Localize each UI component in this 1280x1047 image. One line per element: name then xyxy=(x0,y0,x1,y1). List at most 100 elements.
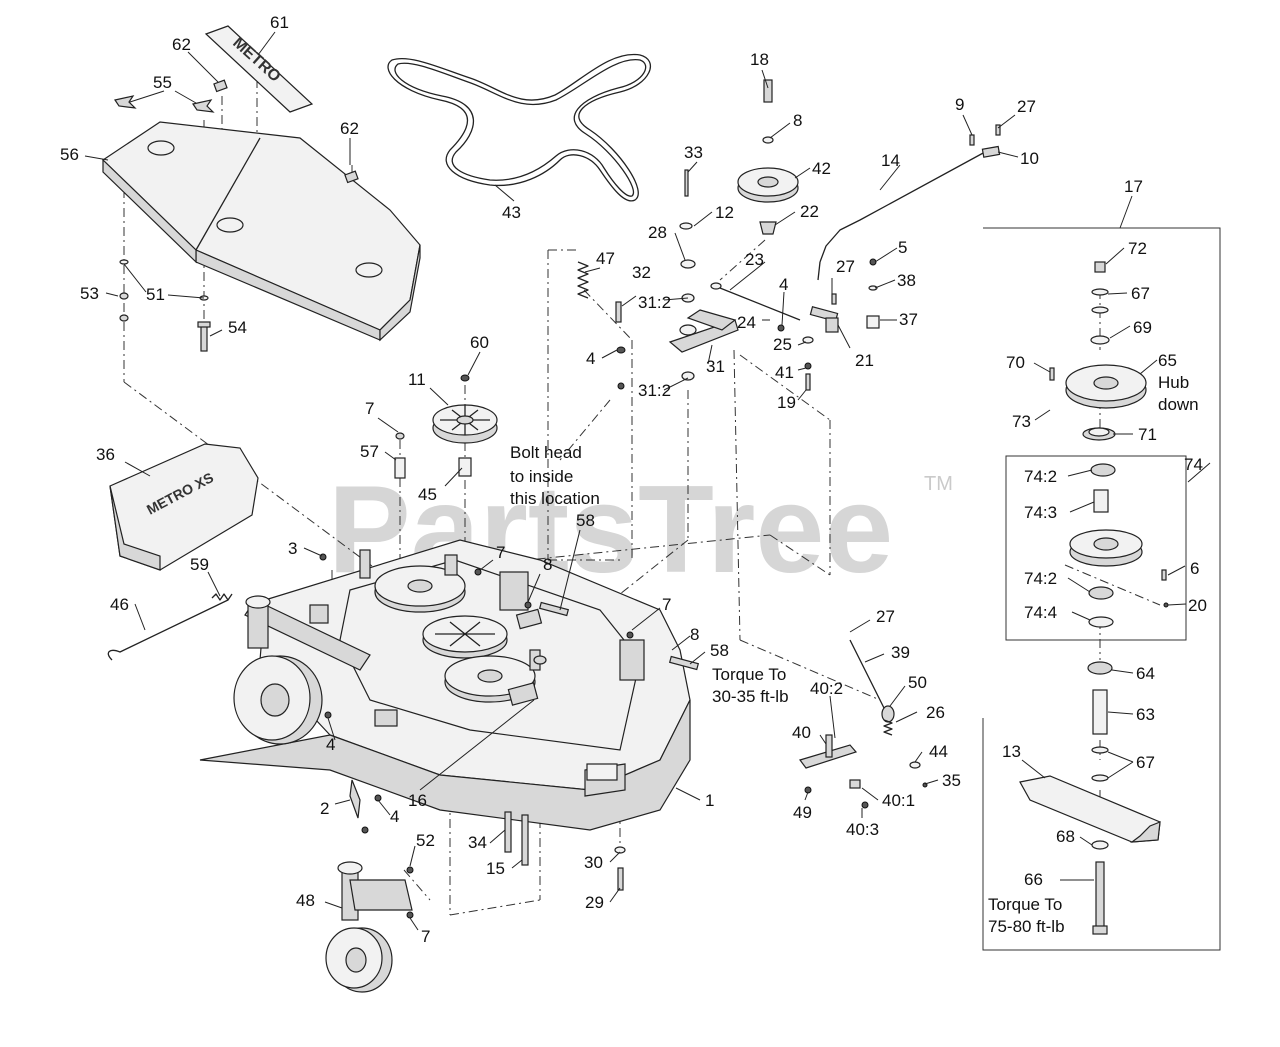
callout-58a: 58 xyxy=(576,511,595,530)
callout-9: 9 xyxy=(955,95,964,114)
note-torque-58-1: Torque To xyxy=(712,665,786,684)
callout-23: 23 xyxy=(745,250,764,269)
idler-arm-31 xyxy=(577,169,880,391)
callout-67b: 67 xyxy=(1136,753,1155,772)
callout-74-3: 74:3 xyxy=(1024,503,1057,522)
callout-1: 1 xyxy=(705,791,714,810)
spindle-assembly-17 xyxy=(982,227,1221,951)
callout-38: 38 xyxy=(897,271,916,290)
mower-blade-13 xyxy=(1019,775,1161,843)
deck-brackets xyxy=(319,549,700,681)
callout-42: 42 xyxy=(812,159,831,178)
trademark-mark: TM xyxy=(924,473,953,495)
callout-13: 13 xyxy=(1002,742,1021,761)
callout-34: 34 xyxy=(468,833,487,852)
note-bolt-head-2: to inside xyxy=(510,467,573,486)
callout-74-2a: 74:2 xyxy=(1024,467,1057,486)
callout-4c: 4 xyxy=(326,735,335,754)
callout-26: 26 xyxy=(926,703,945,722)
note-torque-66-2: 75-80 ft-lb xyxy=(988,917,1065,936)
callout-31: 31 xyxy=(706,357,725,376)
callout-10: 10 xyxy=(1020,149,1039,168)
callout-70: 70 xyxy=(1006,353,1025,372)
callout-27a: 27 xyxy=(1017,97,1036,116)
callout-54: 54 xyxy=(228,318,247,337)
callout-63: 63 xyxy=(1136,705,1155,724)
callout-55: 55 xyxy=(153,73,172,92)
callout-73: 73 xyxy=(1012,412,1031,431)
callout-50: 50 xyxy=(908,673,927,692)
callout-18: 18 xyxy=(750,50,769,69)
callout-28: 28 xyxy=(648,223,667,242)
callout-58b: 58 xyxy=(710,641,729,660)
note-bolt-head-1: Bolt head xyxy=(510,443,582,462)
callout-74-2b: 74:2 xyxy=(1024,569,1057,588)
caster-wheel-left xyxy=(233,595,371,745)
note-hub-down-2: down xyxy=(1158,395,1199,414)
callout-7b: 7 xyxy=(496,543,505,562)
callout-59: 59 xyxy=(190,555,209,574)
callout-3: 3 xyxy=(288,539,297,558)
lift-linkage xyxy=(809,124,1001,333)
rod-46-spring-59 xyxy=(107,593,233,661)
callout-30: 30 xyxy=(584,853,603,872)
callout-4b: 4 xyxy=(586,349,595,368)
callout-53: 53 xyxy=(80,284,99,303)
mower-deck-1 xyxy=(199,539,691,831)
note-bolt-head-3: this location xyxy=(510,489,600,508)
callout-68: 68 xyxy=(1056,827,1075,846)
callout-44: 44 xyxy=(929,742,948,761)
callout-40-3: 40:3 xyxy=(846,820,879,839)
callout-43: 43 xyxy=(502,203,521,222)
callout-8b: 8 xyxy=(543,555,552,574)
callout-39: 39 xyxy=(891,643,910,662)
callout-25: 25 xyxy=(773,335,792,354)
callout-8a: 8 xyxy=(793,111,802,130)
caster-wheel-48 xyxy=(325,861,413,993)
callout-72: 72 xyxy=(1128,239,1147,258)
callout-27c: 27 xyxy=(876,607,895,626)
callout-74: 74 xyxy=(1184,455,1203,474)
callout-24: 24 xyxy=(737,313,756,332)
callout-6: 6 xyxy=(1190,559,1199,578)
callout-69: 69 xyxy=(1133,318,1152,337)
callout-31-2a: 31:2 xyxy=(638,293,671,312)
callout-71: 71 xyxy=(1138,425,1157,444)
callout-40-2: 40:2 xyxy=(810,679,843,698)
callout-41: 41 xyxy=(775,363,794,382)
callout-11: 11 xyxy=(408,370,426,389)
note-torque-58-2: 30-35 ft-lb xyxy=(712,687,789,706)
callout-62: 62 xyxy=(172,35,191,54)
callout-17: 17 xyxy=(1124,177,1143,196)
callout-22: 22 xyxy=(800,202,819,221)
callout-60: 60 xyxy=(470,333,489,352)
callout-67a: 67 xyxy=(1131,284,1150,303)
callout-27b: 27 xyxy=(836,257,855,276)
note-hub-down-1: Hub xyxy=(1158,373,1189,392)
callout-45: 45 xyxy=(418,485,437,504)
callout-62b: 62 xyxy=(340,119,359,138)
drive-belt-43 xyxy=(387,53,652,202)
callout-21: 21 xyxy=(855,351,874,370)
callout-7c: 7 xyxy=(662,595,671,614)
spring-link-39-40 xyxy=(799,639,928,809)
callout-52: 52 xyxy=(416,831,435,850)
leader-lines xyxy=(84,31,1211,931)
callout-40: 40 xyxy=(792,723,811,742)
callout-5: 5 xyxy=(898,238,907,257)
callout-2: 2 xyxy=(320,799,329,818)
callout-61: 61 xyxy=(270,13,289,32)
decal-62-small-b xyxy=(344,170,359,184)
callout-4d: 4 xyxy=(390,807,399,826)
callout-32: 32 xyxy=(632,263,651,282)
decal-62-small xyxy=(213,79,228,93)
callout-12: 12 xyxy=(715,203,734,222)
callout-37: 37 xyxy=(899,310,918,329)
callout-64: 64 xyxy=(1136,664,1155,683)
callout-51: 51 xyxy=(146,285,165,304)
callout-40-1: 40:1 xyxy=(882,791,915,810)
callout-31-2b: 31:2 xyxy=(638,381,671,400)
callout-66: 66 xyxy=(1024,870,1043,889)
callout-15: 15 xyxy=(486,859,505,878)
